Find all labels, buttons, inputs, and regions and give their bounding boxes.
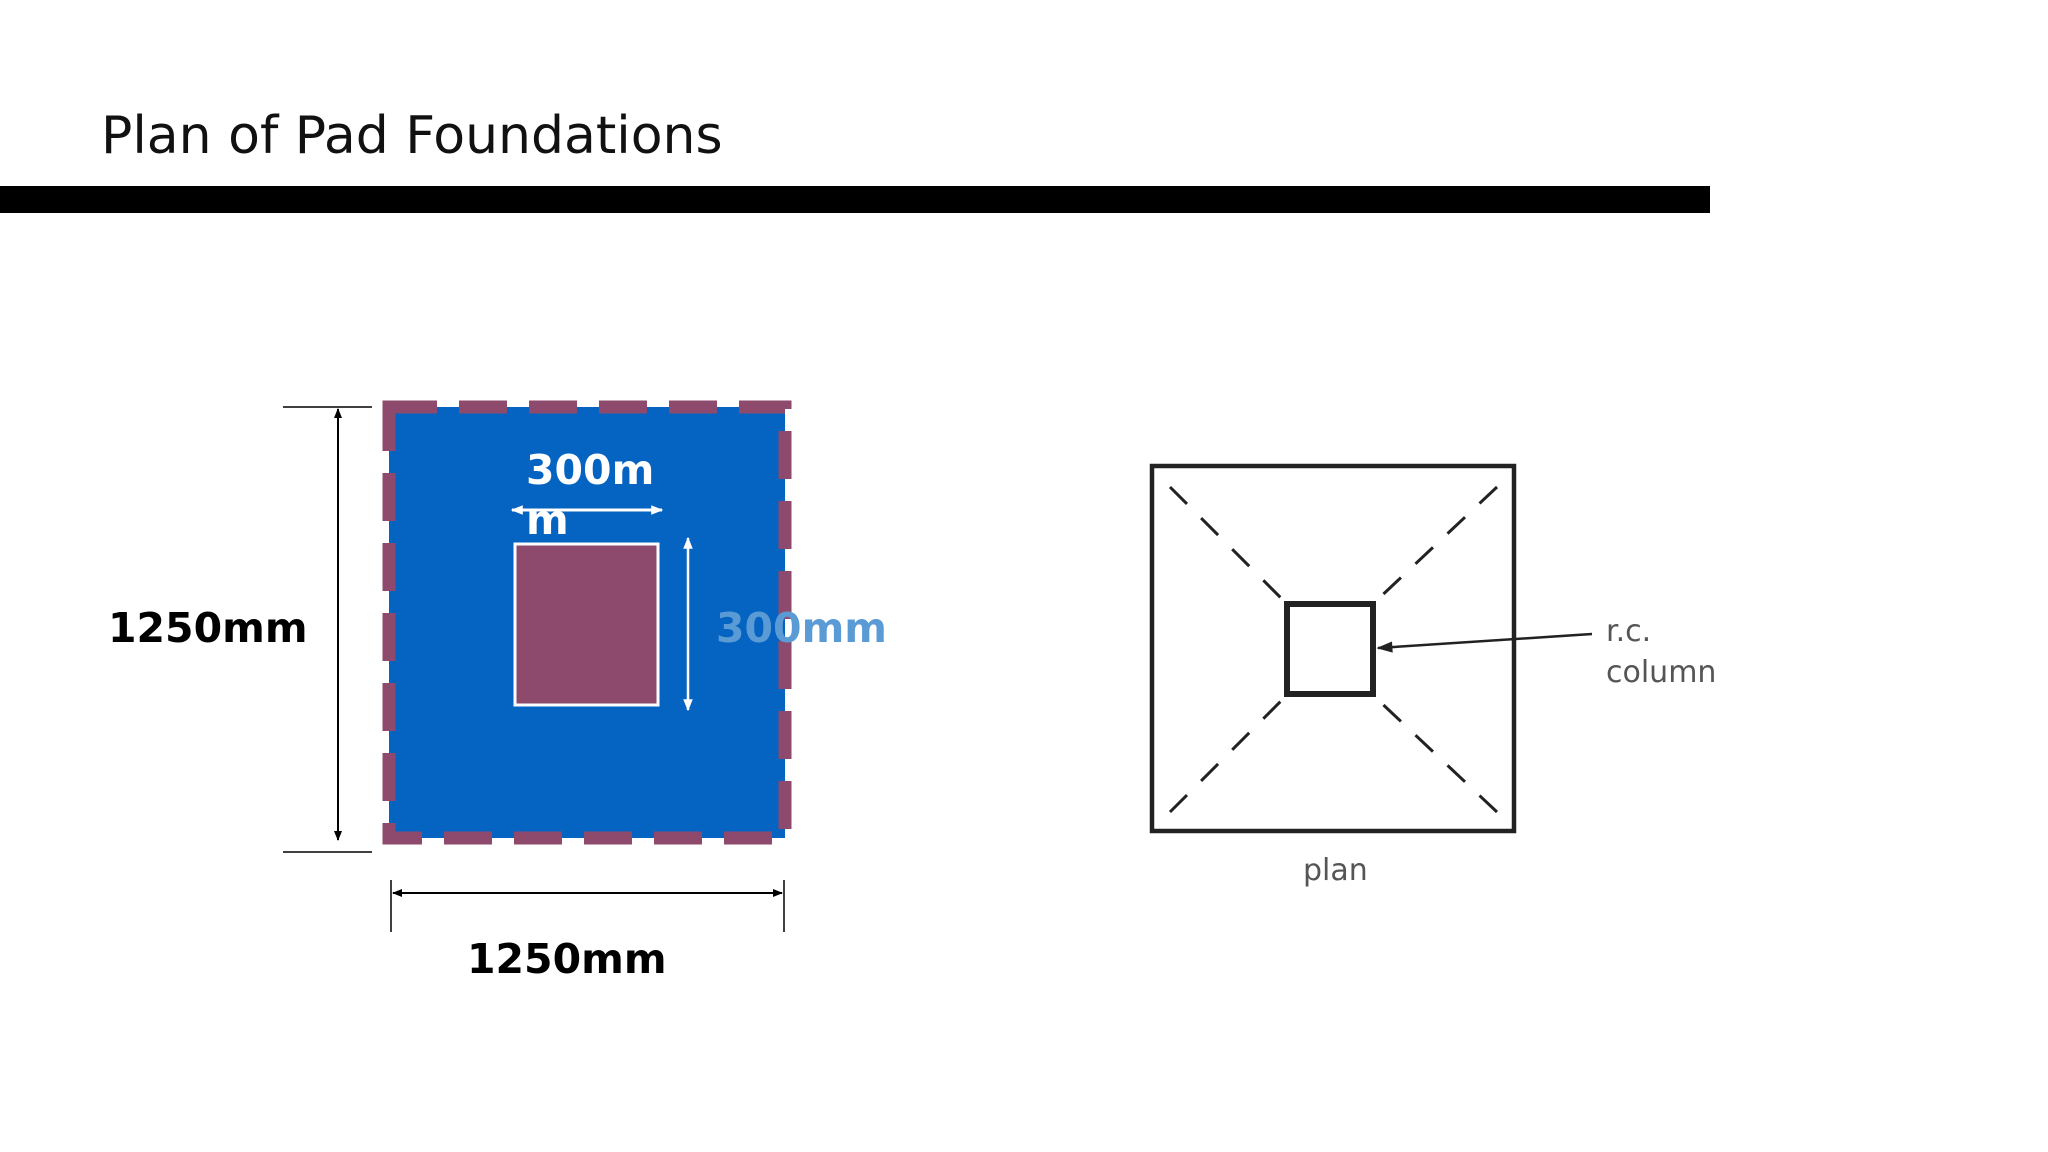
rc-label-line1: r.c. xyxy=(1606,614,1651,649)
left-pad-diagram: 300m m 300mm 1250mm 1250mm xyxy=(108,400,887,983)
column-width-label-line1: 300m xyxy=(526,446,654,494)
plan-diagonal-bottom-left xyxy=(1168,695,1287,814)
plan-column-square xyxy=(1284,601,1376,697)
plan-diagonal-bottom-right xyxy=(1373,695,1499,814)
column-leader-arrow xyxy=(1376,632,1593,653)
right-plan-diagram: r.c. column plan xyxy=(1149,463,1716,888)
plan-diagonal-top-left xyxy=(1168,485,1287,604)
column-square xyxy=(513,542,660,707)
slide-title: Plan of Pad Foundations xyxy=(101,106,723,166)
pad-width-label: 1250mm xyxy=(467,935,667,983)
plan-caption: plan xyxy=(1303,853,1368,888)
plan-diagonal-top-right xyxy=(1373,485,1499,604)
column-height-label: 300mm xyxy=(716,604,887,652)
column-width-label-line2: m xyxy=(526,496,569,544)
rc-label-line2: column xyxy=(1606,655,1716,690)
title-rule xyxy=(0,186,1710,213)
plan-outer-square xyxy=(1149,463,1517,834)
pad-height-label: 1250mm xyxy=(108,604,308,652)
pad-dashed-border xyxy=(382,400,792,845)
